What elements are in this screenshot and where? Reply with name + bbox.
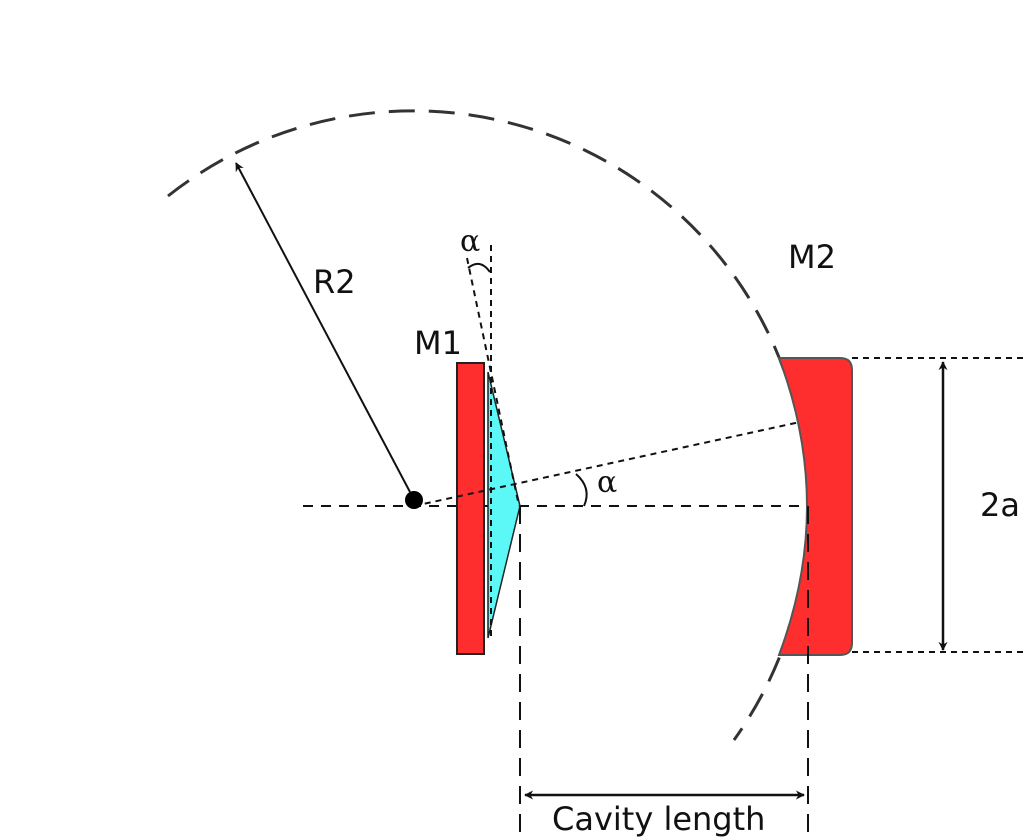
alpha-arc-axis xyxy=(575,473,588,507)
mirror-m2 xyxy=(777,357,853,656)
alpha-arc-top xyxy=(467,262,491,273)
tilt-line xyxy=(466,257,520,507)
label-m1: M1 xyxy=(414,324,462,362)
r2-arrow xyxy=(235,162,411,493)
wedge-prism xyxy=(487,371,521,639)
mirror-m1 xyxy=(456,362,485,655)
label-m2: M2 xyxy=(788,238,836,276)
label-alpha-axis: α xyxy=(597,465,617,500)
center-point xyxy=(405,491,423,509)
label-cavity-length: Cavity length xyxy=(552,800,765,838)
radius-arc xyxy=(167,109,810,741)
label-r2: R2 xyxy=(313,263,356,301)
label-alpha-top: α xyxy=(460,224,480,259)
label-aperture: 2a xyxy=(980,486,1020,524)
